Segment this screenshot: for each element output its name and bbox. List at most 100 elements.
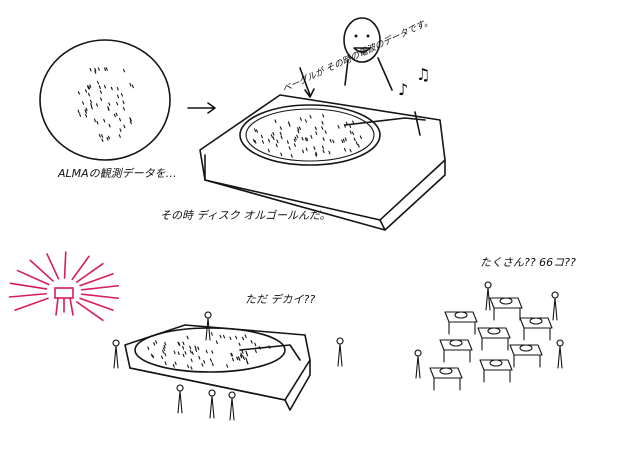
- data-dot: [86, 85, 90, 89]
- data-dot: [298, 126, 301, 130]
- data-dot: [155, 340, 158, 344]
- data-dot: [226, 364, 229, 368]
- data-dot: [194, 345, 197, 350]
- arrow-icon: [299, 67, 315, 98]
- data-dot: [275, 143, 278, 148]
- data-dot: [98, 133, 101, 138]
- data-dot: [190, 366, 193, 370]
- data-dot: [172, 364, 175, 368]
- data-dot: [301, 149, 305, 154]
- data-dot: [272, 131, 275, 136]
- data-dot: [305, 147, 308, 152]
- data-dot: [315, 131, 318, 136]
- person-sketch: [343, 17, 393, 91]
- small-turntable: [444, 311, 478, 335]
- data-dot: [98, 85, 101, 90]
- data-dot: [349, 124, 352, 128]
- data-dot: [222, 334, 226, 339]
- data-dot: [209, 358, 212, 362]
- data-dot: [215, 340, 218, 345]
- data-dot: [250, 340, 253, 344]
- data-dot: [276, 139, 279, 144]
- data-dot: [189, 349, 192, 354]
- data-dot: [254, 128, 257, 132]
- data-dot: [163, 344, 166, 349]
- data-dot: [337, 125, 340, 129]
- data-dot: [246, 360, 249, 365]
- data-dot: [288, 123, 291, 127]
- data-dot: [107, 106, 110, 110]
- data-dot: [359, 135, 362, 140]
- data-dot: [84, 110, 88, 114]
- data-dot: [106, 136, 109, 141]
- data-dot: [210, 332, 213, 336]
- data-dot: [123, 124, 126, 129]
- person-figure: [208, 389, 216, 419]
- data-dot: [236, 356, 239, 361]
- data-dot: [108, 123, 111, 128]
- ray: [9, 282, 48, 290]
- data-dot: [342, 138, 345, 143]
- data-dot: [355, 141, 358, 146]
- many-note: たくさん?? 66コ??: [480, 256, 576, 269]
- data-dot: [89, 99, 93, 104]
- data-dot: [85, 107, 88, 112]
- data-dot: [77, 91, 80, 95]
- data-dot: [254, 349, 257, 354]
- person-figure: [228, 391, 236, 421]
- data-dot: [101, 134, 104, 138]
- data-dot: [353, 137, 356, 142]
- observation-data-circle: [39, 39, 171, 161]
- person-figure: [336, 337, 344, 367]
- data-dot: [122, 100, 125, 105]
- data-dot: [357, 144, 360, 148]
- disc-music-box-turntable: [199, 94, 446, 231]
- data-dot: [182, 345, 185, 350]
- data-dot: [304, 137, 307, 142]
- data-dot: [245, 350, 248, 355]
- small-turntable: [439, 339, 473, 363]
- data-dot: [252, 139, 256, 143]
- data-dot: [84, 89, 88, 93]
- small-turntable: [519, 317, 553, 341]
- data-dot: [110, 86, 113, 91]
- ray: [75, 301, 104, 322]
- ray: [63, 251, 67, 279]
- data-dot: [231, 357, 235, 362]
- data-dot: [105, 67, 108, 71]
- data-dot: [306, 137, 309, 142]
- data-dot: [280, 135, 283, 140]
- person-figure: [414, 349, 422, 379]
- data-dot: [321, 121, 324, 125]
- small-turntable: [509, 344, 543, 368]
- data-dot: [197, 346, 200, 351]
- ray: [79, 273, 114, 287]
- arrow-icon: [187, 102, 216, 114]
- data-dot: [131, 84, 134, 89]
- data-dot: [187, 364, 190, 369]
- data-dot: [242, 356, 246, 360]
- small-turntable: [477, 327, 511, 351]
- data-dot: [99, 90, 102, 94]
- data-dot: [219, 334, 222, 339]
- data-dot: [321, 126, 324, 130]
- small-turntable: [489, 297, 523, 321]
- data-dot: [103, 84, 107, 89]
- data-dot: [107, 135, 111, 140]
- data-dot: [279, 126, 282, 130]
- data-dot: [270, 134, 273, 138]
- data-dot: [241, 350, 244, 354]
- data-dot: [96, 120, 99, 125]
- data-dot: [352, 120, 355, 125]
- data-dot: [119, 128, 122, 132]
- data-dot: [101, 138, 104, 142]
- data-dot: [178, 342, 181, 346]
- data-dot: [85, 113, 88, 118]
- data-dot: [115, 112, 118, 117]
- ray: [46, 253, 60, 280]
- data-dot: [255, 129, 259, 133]
- ray: [14, 297, 49, 311]
- data-dot: [198, 355, 201, 360]
- data-dot: [321, 145, 325, 150]
